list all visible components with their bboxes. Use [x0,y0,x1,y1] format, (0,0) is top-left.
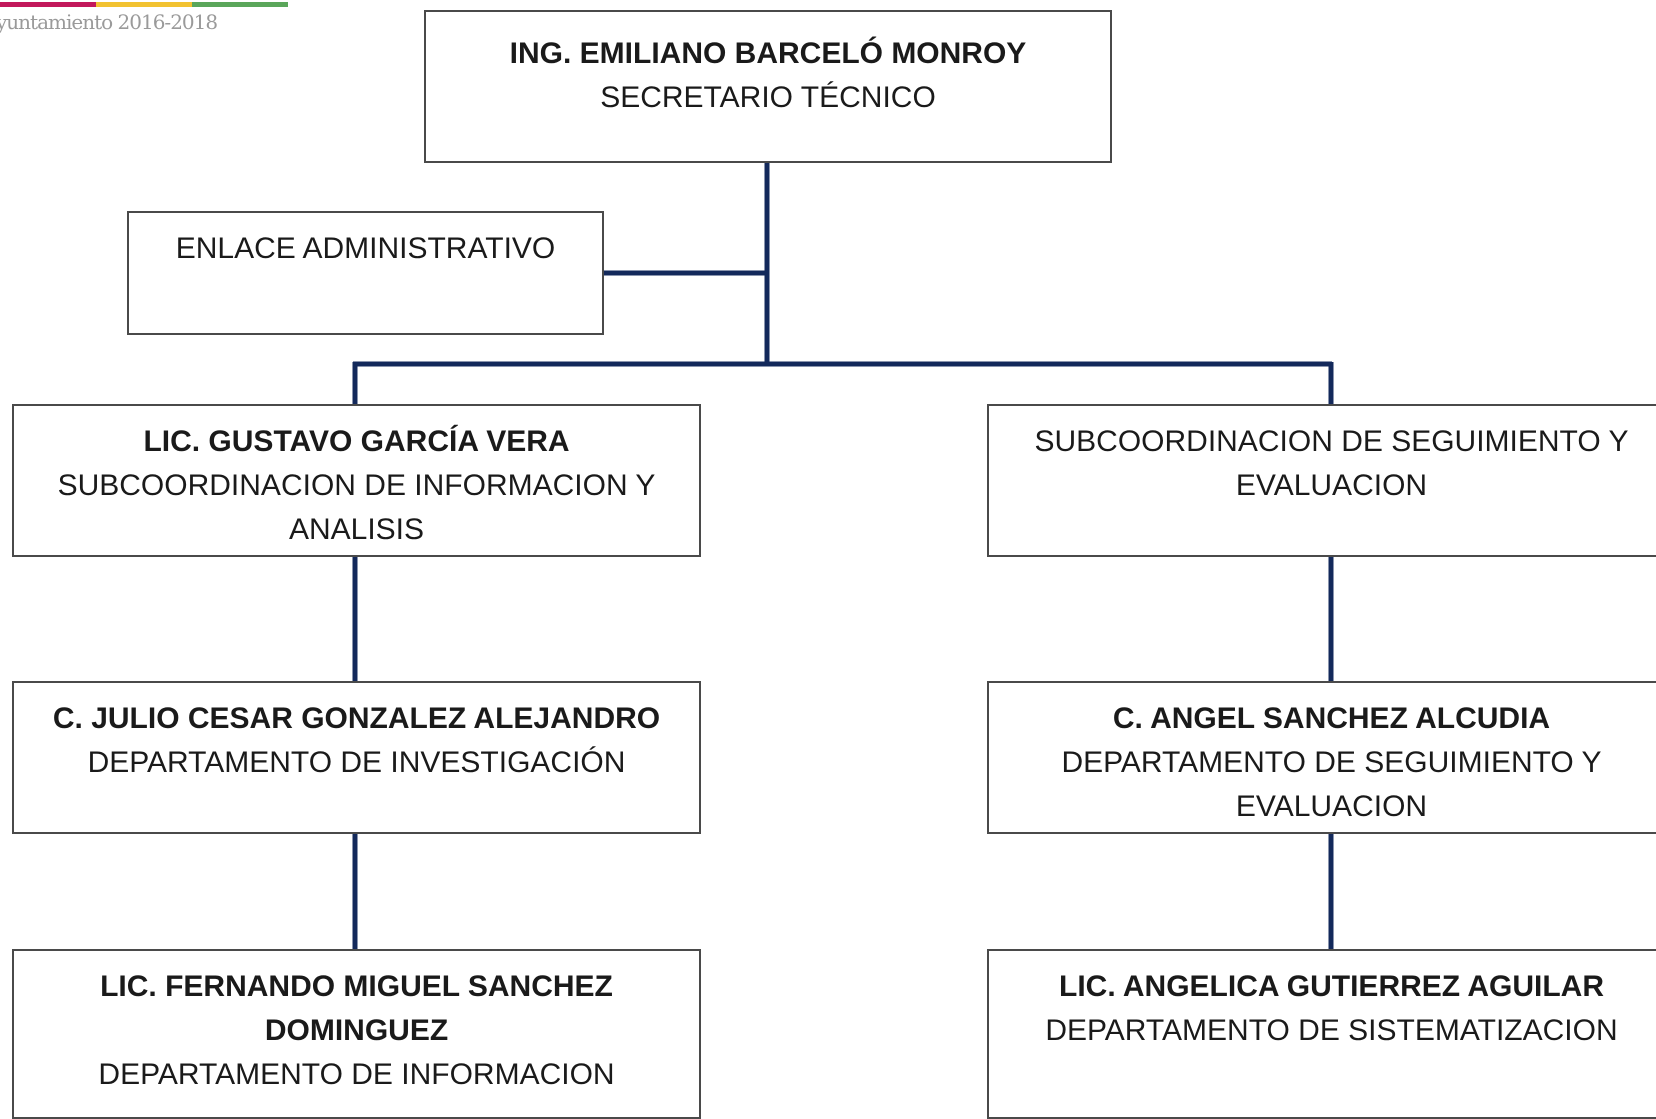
logo-stripe-magenta [0,2,96,7]
org-node-secretario-tecnico: ING. EMILIANO BARCELÓ MONROY SECRETARIO … [424,10,1112,163]
node-role: DEPARTAMENTO DE INVESTIGACIÓN [87,746,626,779]
node-role: DEPARTAMENTO DE SISTEMATIZACION [1045,1014,1618,1047]
node-name: C. ANGEL SANCHEZ ALCUDIA [1112,702,1551,735]
org-node-departamento-sistematizacion: LIC. ANGELICA GUTIERREZ AGUILAR DEPARTAM… [987,949,1656,1119]
node-role: SUBCOORDINACION DE INFORMACION Y ANALISI… [57,469,656,546]
org-node-subcoordinacion-informacion: LIC. GUSTAVO GARCÍA VERA SUBCOORDINACION… [12,404,701,557]
org-node-departamento-investigacion: C. JULIO CESAR GONZALEZ ALEJANDRO DEPART… [12,681,701,834]
logo-stripe-yellow [96,2,192,7]
node-role: SECRETARIO TÉCNICO [600,81,936,114]
org-node-enlace-administrativo: ENLACE ADMINISTRATIVO [127,211,604,335]
node-name: LIC. GUSTAVO GARCÍA VERA [143,425,570,458]
logo-stripe-green [192,2,288,7]
logo-color-stripe [0,2,288,7]
node-name: C. JULIO CESAR GONZALEZ ALEJANDRO [52,702,661,735]
node-name: LIC. ANGELICA GUTIERREZ AGUILAR [1059,970,1604,1003]
node-name: LIC. FERNANDO MIGUEL SANCHEZ DOMINGUEZ [100,970,613,1047]
node-name: ING. EMILIANO BARCELÓ MONROY [509,37,1027,70]
org-node-departamento-informacion: LIC. FERNANDO MIGUEL SANCHEZ DOMINGUEZ D… [12,949,701,1119]
org-node-departamento-seguimiento: C. ANGEL SANCHEZ ALCUDIA DEPARTAMENTO DE… [987,681,1656,834]
org-node-subcoordinacion-seguimiento: SUBCOORDINACION DE SEGUIMIENTO Y EVALUAC… [987,404,1656,557]
node-role: DEPARTAMENTO DE SEGUIMIENTO Y EVALUACION [1061,746,1602,823]
node-role: DEPARTAMENTO DE INFORMACION [98,1058,615,1091]
node-role: SUBCOORDINACION DE SEGUIMIENTO Y EVALUAC… [1034,425,1629,502]
node-role: ENLACE ADMINISTRATIVO [175,232,556,265]
logo-text: yuntamiento 2016-2018 [0,10,218,34]
